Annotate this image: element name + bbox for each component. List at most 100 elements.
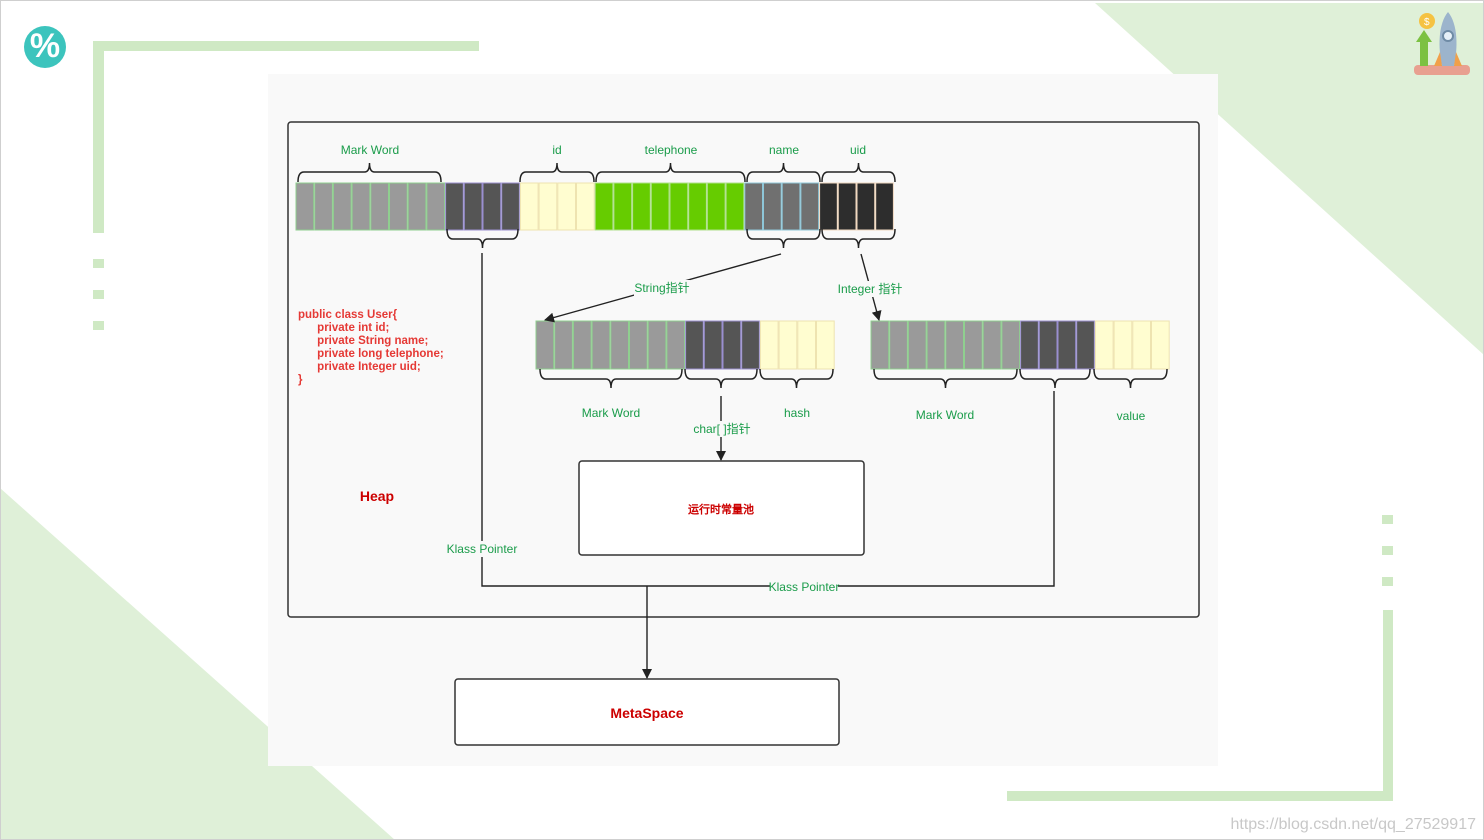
label-integer-pointer: Integer 指针 (838, 281, 903, 296)
left-dot-1 (93, 259, 104, 268)
user-object-telephone-cell (650, 182, 670, 231)
user-object-klass-pointer-cell (501, 182, 520, 231)
integer-object-value-cell (1132, 320, 1152, 370)
user-object-name-cell (763, 182, 782, 231)
integer-object-klass-pointer-cell (1020, 320, 1039, 370)
heap-box (287, 121, 1200, 618)
code-line-1: public class User{ (298, 309, 398, 321)
user-object-id-cell (538, 182, 558, 231)
string-object-mark-word-cell (647, 320, 667, 370)
watermark: https://blog.csdn.net/qq_27529917 (1230, 816, 1476, 833)
user-object-telephone-cell (706, 182, 726, 231)
user-object-mark-word-cell (295, 182, 315, 231)
string-object-klass-pointer-cell (703, 320, 723, 370)
label-telephone: telephone (645, 143, 698, 157)
string-object-mark-word-cell (535, 320, 555, 370)
integer-object-mark-word-cell (945, 320, 964, 370)
brace-uid (821, 162, 896, 183)
label-char-pointer: char[ ]指针 (693, 421, 750, 436)
user-object-mark-word-cell (314, 182, 333, 231)
string-object-hash-cell (797, 320, 816, 370)
user-object-mark-word-cell (389, 182, 408, 231)
user-object-mark-word-cell (426, 182, 446, 231)
user-object-telephone-cell (725, 182, 745, 231)
string-object-mark-word-cell (629, 320, 648, 370)
heap-label: Heap (360, 488, 394, 504)
integer-object-mark-word-cell (907, 320, 927, 370)
user-object-telephone-cell (632, 182, 651, 231)
top-left-bar-vertical (93, 41, 104, 233)
user-object-mark-word-cell (407, 182, 427, 231)
user-object-uid-cell (856, 182, 876, 231)
left-dot-3 (93, 321, 104, 330)
user-object-klass-pointer-cell (463, 182, 483, 231)
label-integer-mark-word: Mark Word (916, 408, 974, 422)
user-object-mark-word-cell (370, 182, 389, 231)
string-object-klass-pointer-cell (722, 320, 742, 370)
code-line-6: } (298, 374, 303, 386)
code-line-5: private Integer uid; (298, 361, 421, 373)
brace-id (519, 162, 595, 183)
left-dot-2 (93, 290, 104, 299)
string-object-hash-cell (778, 320, 798, 370)
bottom-right-bar-vertical (1383, 610, 1393, 801)
memory-cells (295, 182, 1170, 370)
label-string-pointer: String指针 (634, 280, 689, 295)
user-klass-pointer-line (481, 253, 1055, 587)
string-object-hash-cell (816, 320, 835, 370)
integer-object-mark-word-cell (926, 320, 946, 370)
string-object-klass-pointer-cell (685, 320, 704, 370)
user-object-telephone-cell (688, 182, 707, 231)
user-object-mark-word-cell (351, 182, 371, 231)
brace-integer-value (1093, 368, 1168, 389)
code-snippet: public class User{ private int id; priva… (298, 309, 444, 386)
string-object-hash-cell (759, 320, 779, 370)
code-line-3: private String name; (298, 335, 428, 347)
user-object-mark-word-cell (332, 182, 352, 231)
label-name: name (769, 143, 799, 157)
label-user-mark-word: Mark Word (341, 143, 399, 157)
brace-string-char-pointer (684, 368, 758, 389)
user-object-id-cell (519, 182, 539, 231)
brace-string-hash (759, 368, 834, 389)
user-object-telephone-cell (669, 182, 689, 231)
integer-object-klass-pointer-cell (1038, 320, 1058, 370)
bottom-right-bar-horizontal (1007, 791, 1393, 801)
right-dot-2 (1382, 546, 1393, 555)
user-object-id-cell (576, 182, 595, 231)
user-object-uid-cell (875, 182, 894, 231)
integer-object-mark-word-cell (982, 320, 1002, 370)
code-line-4: private long telephone; (298, 348, 444, 360)
string-object-mark-word-cell (666, 320, 686, 370)
brace-name (746, 162, 821, 183)
label-value: value (1117, 409, 1146, 423)
runtime-constant-pool-label: 运行时常量池 (688, 502, 754, 516)
string-object-mark-word-cell (610, 320, 629, 370)
string-object-klass-pointer-cell (741, 320, 760, 370)
integer-object-value-cell (1113, 320, 1133, 370)
label-hash: hash (784, 406, 810, 420)
brace-uid-pointer (821, 228, 896, 249)
brace-name-pointer (746, 228, 821, 249)
brace-user-mark-word (297, 162, 442, 183)
user-object-klass-pointer-cell (445, 182, 464, 231)
string-object-mark-word-cell (572, 320, 592, 370)
metaspace-box (454, 678, 840, 746)
integer-object-mark-word-cell (870, 320, 890, 370)
integer-object-mark-word-cell (964, 320, 983, 370)
diagram-labels: Mark Word id telephone name uid String指针… (341, 143, 1146, 594)
string-object-mark-word-cell (554, 320, 573, 370)
user-object-id-cell (557, 182, 576, 231)
string-object-mark-word-cell (591, 320, 611, 370)
brace-integer-mark-word (873, 368, 1018, 389)
code-line-2: private int id; (298, 322, 389, 334)
label-id: id (552, 143, 561, 157)
brace-telephone (595, 162, 746, 183)
user-object-uid-cell (819, 182, 838, 231)
integer-object-mark-word-cell (889, 320, 908, 370)
top-left-bar-horizontal (93, 41, 479, 51)
user-object-name-cell (744, 182, 763, 231)
user-object-telephone-cell (613, 182, 633, 231)
field-braces (297, 162, 1168, 389)
